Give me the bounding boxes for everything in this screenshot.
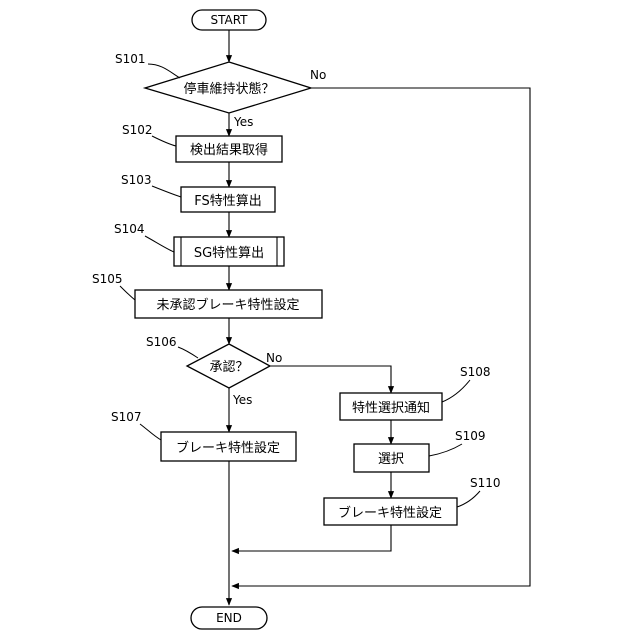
s102-ref: S102 (122, 123, 153, 137)
s106-no-label: No (266, 351, 282, 365)
step-s104: SG特性算出 S104 (114, 222, 284, 266)
step-s103: FS特性算出 S103 (121, 173, 275, 212)
step-s101: 停車維持状態？ S101 No Yes (115, 52, 326, 129)
s109-leader (429, 444, 462, 456)
step-s110: ブレーキ特性設定 S110 (324, 476, 501, 525)
s101-no-label: No (310, 68, 326, 82)
s106-label: 承認？ (209, 359, 248, 375)
step-s109: 選択 S109 (354, 429, 486, 472)
s108-leader (442, 380, 470, 402)
s103-label: FS特性算出 (194, 194, 262, 209)
s106-leader (178, 347, 198, 358)
end-terminal: END (191, 607, 267, 629)
s107-leader (140, 424, 161, 440)
s110-leader (457, 491, 480, 507)
s108-label: 特性選択通知 (352, 400, 430, 416)
s104-label: SG特性算出 (194, 246, 264, 261)
edge-s106-no-s108 (270, 366, 391, 393)
step-s102: 検出結果取得 S102 (122, 123, 282, 162)
edge-s110-merge (232, 525, 391, 551)
s102-label: 検出結果取得 (190, 142, 268, 158)
s104-ref: S104 (114, 222, 145, 236)
s110-ref: S110 (470, 476, 501, 490)
s109-ref: S109 (455, 429, 486, 443)
step-s107: ブレーキ特性設定 S107 (111, 410, 296, 461)
s103-leader (152, 186, 181, 197)
s105-label: 未承認ブレーキ特性設定 (156, 297, 299, 313)
s107-ref: S107 (111, 410, 142, 424)
s105-leader (120, 286, 135, 300)
s102-leader (152, 136, 176, 146)
s101-label: 停車維持状態？ (183, 81, 274, 97)
end-label: END (216, 611, 242, 625)
start-terminal: START (192, 10, 266, 30)
s103-ref: S103 (121, 173, 152, 187)
s107-label: ブレーキ特性設定 (176, 440, 280, 456)
start-label: START (210, 13, 248, 27)
s101-leader (148, 64, 180, 78)
s110-label: ブレーキ特性設定 (338, 505, 442, 521)
s106-yes-label: Yes (232, 393, 252, 407)
s109-label: 選択 (378, 452, 404, 467)
s105-ref: S105 (92, 272, 123, 286)
step-s108: 特性選択通知 S108 (340, 365, 491, 420)
s101-ref: S101 (115, 52, 146, 66)
step-s105: 未承認ブレーキ特性設定 S105 (92, 272, 322, 318)
step-s106: 承認？ S106 No Yes (146, 335, 282, 407)
s108-ref: S108 (460, 365, 491, 379)
s101-yes-label: Yes (233, 115, 253, 129)
s106-ref: S106 (146, 335, 177, 349)
s104-leader (145, 236, 174, 252)
